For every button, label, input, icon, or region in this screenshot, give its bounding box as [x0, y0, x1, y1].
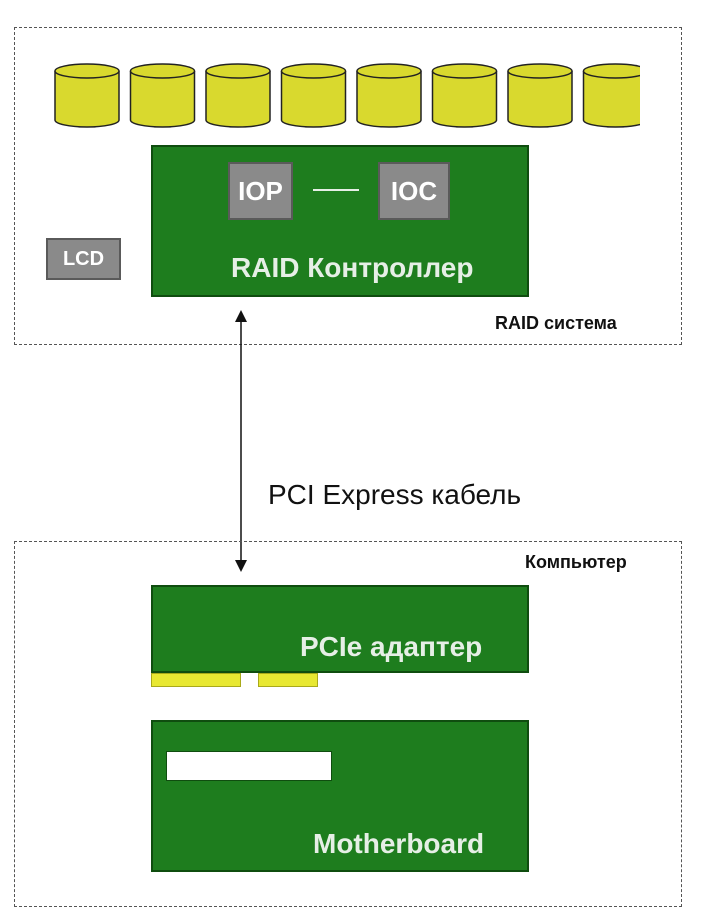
- iop-label: IOP: [238, 175, 283, 206]
- motherboard-pcie-slot: [166, 751, 332, 781]
- pcie-connector-slot-right: [258, 673, 318, 687]
- pci-express-cable-arrow: [235, 310, 247, 572]
- pcie-adapter-board: [151, 585, 529, 673]
- disk-drive: [54, 63, 120, 128]
- iop-ioc-connector: [313, 189, 359, 191]
- motherboard: [151, 720, 529, 872]
- disk-drive: [507, 63, 573, 128]
- disk-drive: [431, 63, 498, 128]
- raid-controller-board: [151, 145, 529, 297]
- pcie-connector-slot-left: [151, 673, 241, 687]
- motherboard-label: Motherboard: [313, 828, 485, 859]
- pcie-adapter-label: PCIe адаптер: [300, 631, 483, 662]
- raid-system-label: RAID система: [495, 313, 617, 333]
- lcd-label: LCD: [62, 247, 105, 270]
- ioc-chip: IOC: [378, 162, 450, 220]
- raid-controller-label: RAID Контроллер: [231, 252, 474, 283]
- disk-drive: [356, 63, 422, 128]
- ioc-label: IOC: [390, 175, 438, 206]
- disk-drive: [205, 63, 271, 128]
- pci-express-cable-label: PCI Express кабель: [268, 479, 522, 510]
- disk-drive: [129, 63, 196, 128]
- disk-drive: [582, 63, 640, 128]
- disk-drive: [280, 63, 347, 128]
- computer-label: Компьютер: [525, 552, 627, 572]
- disk-array: [54, 63, 640, 128]
- iop-chip: IOP: [228, 162, 293, 220]
- computer-box: [14, 541, 682, 907]
- lcd-display: LCD: [46, 238, 121, 280]
- raid-system-box: [14, 27, 682, 345]
